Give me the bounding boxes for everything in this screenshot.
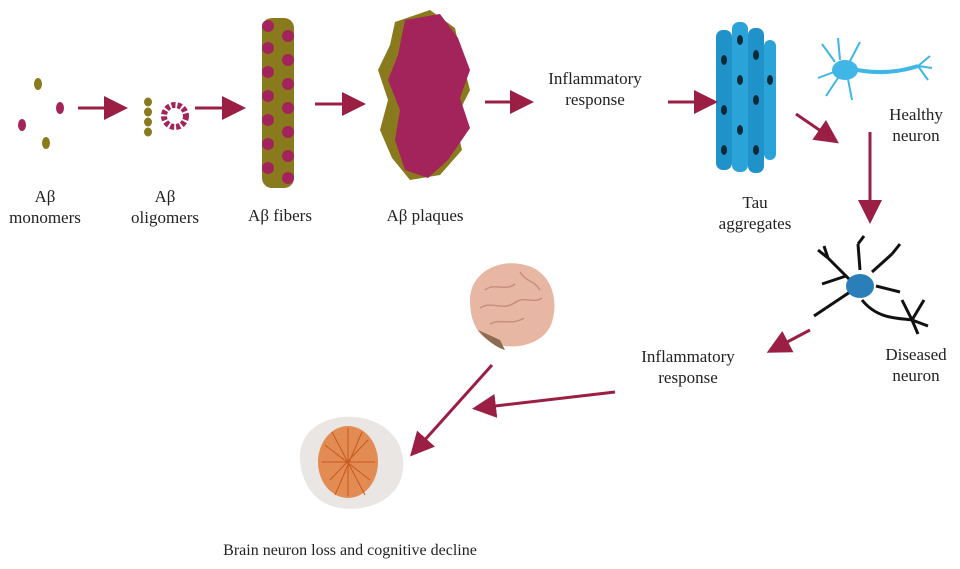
tau-aggregates-icon (716, 22, 776, 173)
label-inflammatory-response-2: Inflammatory response (641, 347, 735, 387)
label-plaques: Aβ plaques (386, 206, 464, 225)
diseased-brain-icon (299, 416, 404, 509)
label-inflammatory-response-1: Inflammatory response (548, 69, 642, 109)
label-oligomers: Aβ oligomers (131, 187, 199, 227)
monomers-icon (18, 78, 64, 149)
healthy-neuron-icon (817, 37, 933, 101)
fibers-icon (262, 18, 294, 188)
label-diseased-neuron: Diseased neuron (885, 345, 947, 385)
oligomers-icon (144, 97, 189, 137)
healthy-brain-icon (470, 263, 555, 350)
label-brain-neuron-loss: Brain neuron loss and cognitive decline (223, 542, 477, 559)
label-healthy-neuron: Healthy neuron (889, 105, 943, 145)
plaques-icon (378, 10, 470, 180)
arrows (78, 90, 882, 457)
label-fibers: Aβ fibers (248, 206, 312, 225)
label-monomers: Aβ monomers (9, 187, 81, 227)
diseased-neuron-icon (813, 235, 929, 335)
label-tau-aggregates: Tau aggregates (718, 193, 792, 233)
